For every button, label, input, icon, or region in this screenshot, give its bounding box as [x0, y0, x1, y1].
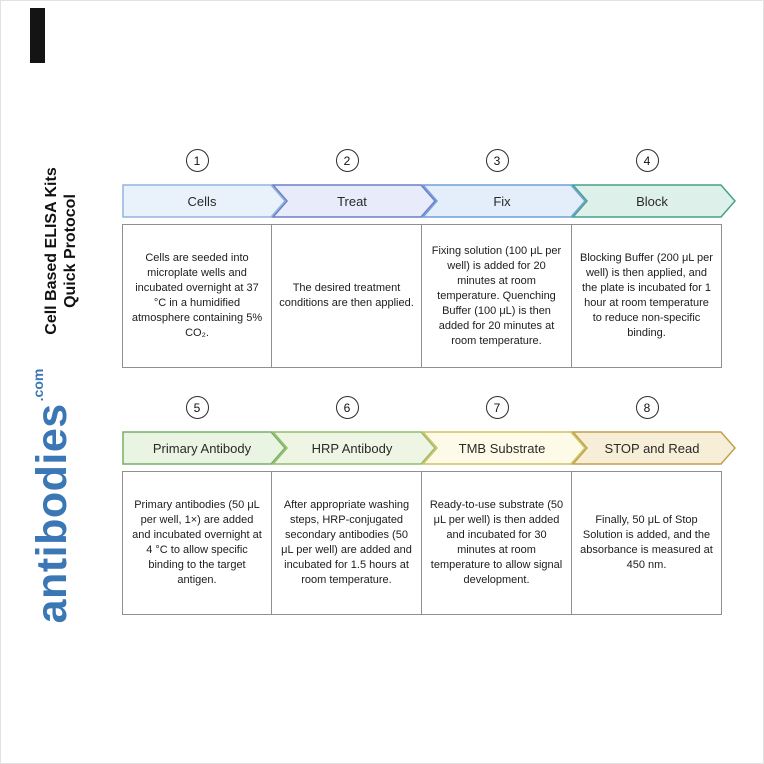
- step-label: Fix: [493, 193, 511, 209]
- step-description-box: After appropriate washing steps, HRP-con…: [272, 471, 422, 615]
- protocol-title-line2: Quick Protocol: [62, 194, 79, 308]
- arrow-shape-icon: [271, 184, 436, 218]
- step-description-box: Fixing solution (100 μL per well) is add…: [422, 224, 572, 368]
- step-number: 2: [343, 153, 351, 168]
- step-number-circle: 3: [485, 149, 509, 172]
- step-label: Treat: [337, 193, 367, 209]
- step-label: Block: [636, 193, 668, 209]
- arrow-shape-icon: [421, 431, 586, 465]
- step-label: Cells: [187, 193, 217, 209]
- arrow-shape-icon: [421, 184, 586, 218]
- step-description-box: Cells are seeded into microplate wells a…: [122, 224, 272, 368]
- step-number-circle: 1: [185, 149, 209, 172]
- step-description: Blocking Buffer (200 μL per well) is the…: [580, 252, 713, 339]
- step-label: STOP and Read: [604, 440, 700, 456]
- protocol-step: 7 TMB Substrate Ready-to-use substrate (…: [421, 396, 586, 615]
- arrow-shape-icon: [571, 431, 736, 465]
- step-number-circle: 7: [485, 396, 509, 419]
- arrow-shape-icon: [122, 184, 286, 218]
- protocol-row-1: 1 Cells Cells are seeded into microplate…: [122, 149, 736, 368]
- step-arrow-banner: TMB Substrate: [421, 431, 586, 465]
- brand-logo: antibodies.com: [22, 356, 82, 636]
- protocol-step: 2 Treat The desired treatment conditions…: [271, 149, 436, 368]
- step-description: Primary antibodies (50 μL per well, 1×) …: [132, 499, 262, 586]
- step-description: The desired treatment conditions are the…: [279, 282, 414, 309]
- step-arrow-banner: Cells: [122, 184, 286, 218]
- protocol-step: 3 Fix Fixing solution (100 μL per well) …: [421, 149, 586, 368]
- step-description-box: Ready-to-use substrate (50 μL per well) …: [422, 471, 572, 615]
- step-number: 1: [193, 153, 201, 168]
- step-description: Cells are seeded into microplate wells a…: [131, 252, 263, 339]
- brand-name: antibodies: [28, 403, 76, 624]
- step-label: Primary Antibody: [152, 440, 252, 456]
- step-number-circle: 5: [185, 396, 209, 419]
- step-number: 6: [343, 400, 351, 415]
- step-number-circle: 2: [335, 149, 359, 172]
- step-description: Fixing solution (100 μL per well) is add…: [431, 244, 562, 347]
- step-number: 7: [493, 400, 501, 415]
- protocol-step: 1 Cells Cells are seeded into microplate…: [122, 149, 286, 368]
- step-number: 4: [643, 153, 651, 168]
- step-description: After appropriate washing steps, HRP-con…: [281, 499, 412, 586]
- step-description-box: Primary antibodies (50 μL per well, 1×) …: [122, 471, 272, 615]
- protocol-step: 6 HRP Antibody After appropriate washing…: [271, 396, 436, 615]
- step-description: Finally, 50 μL of Stop Solution is added…: [580, 514, 713, 571]
- protocol-row-2: 5 Primary Antibody Primary antibodies (5…: [122, 396, 736, 615]
- step-number: 3: [493, 153, 501, 168]
- arrow-shape-icon: [122, 431, 286, 465]
- protocol-title-line1: Cell Based ELISA Kits: [43, 167, 60, 335]
- step-description-box: The desired treatment conditions are the…: [272, 224, 422, 368]
- step-description: Ready-to-use substrate (50 μL per well) …: [429, 499, 564, 586]
- step-arrow-banner: Fix: [421, 184, 586, 218]
- step-label: TMB Substrate: [458, 440, 546, 456]
- arrow-shape-icon: [271, 431, 436, 465]
- step-arrow-banner: HRP Antibody: [271, 431, 436, 465]
- step-number-circle: 6: [335, 396, 359, 419]
- step-number: 5: [193, 400, 201, 415]
- protocol-step: 8 STOP and Read Finally, 50 μL of Stop S…: [571, 396, 736, 615]
- protocol-step: 5 Primary Antibody Primary antibodies (5…: [122, 396, 286, 615]
- step-description-box: Blocking Buffer (200 μL per well) is the…: [572, 224, 722, 368]
- step-label: HRP Antibody: [311, 440, 393, 456]
- step-number-circle: 4: [635, 149, 659, 172]
- brand-suffix: .com: [30, 368, 46, 402]
- step-number: 8: [643, 400, 651, 415]
- step-arrow-banner: Treat: [271, 184, 436, 218]
- step-description-box: Finally, 50 μL of Stop Solution is added…: [572, 471, 722, 615]
- top-left-accent-bar: [30, 8, 45, 63]
- step-arrow-banner: Primary Antibody: [122, 431, 286, 465]
- protocol-step: 4 Block Blocking Buffer (200 μL per well…: [571, 149, 736, 368]
- step-arrow-banner: STOP and Read: [571, 431, 736, 465]
- step-number-circle: 8: [635, 396, 659, 419]
- protocol-title: Cell Based ELISA Kits Quick Protocol: [42, 131, 82, 371]
- step-arrow-banner: Block: [571, 184, 736, 218]
- arrow-shape-icon: [571, 184, 736, 218]
